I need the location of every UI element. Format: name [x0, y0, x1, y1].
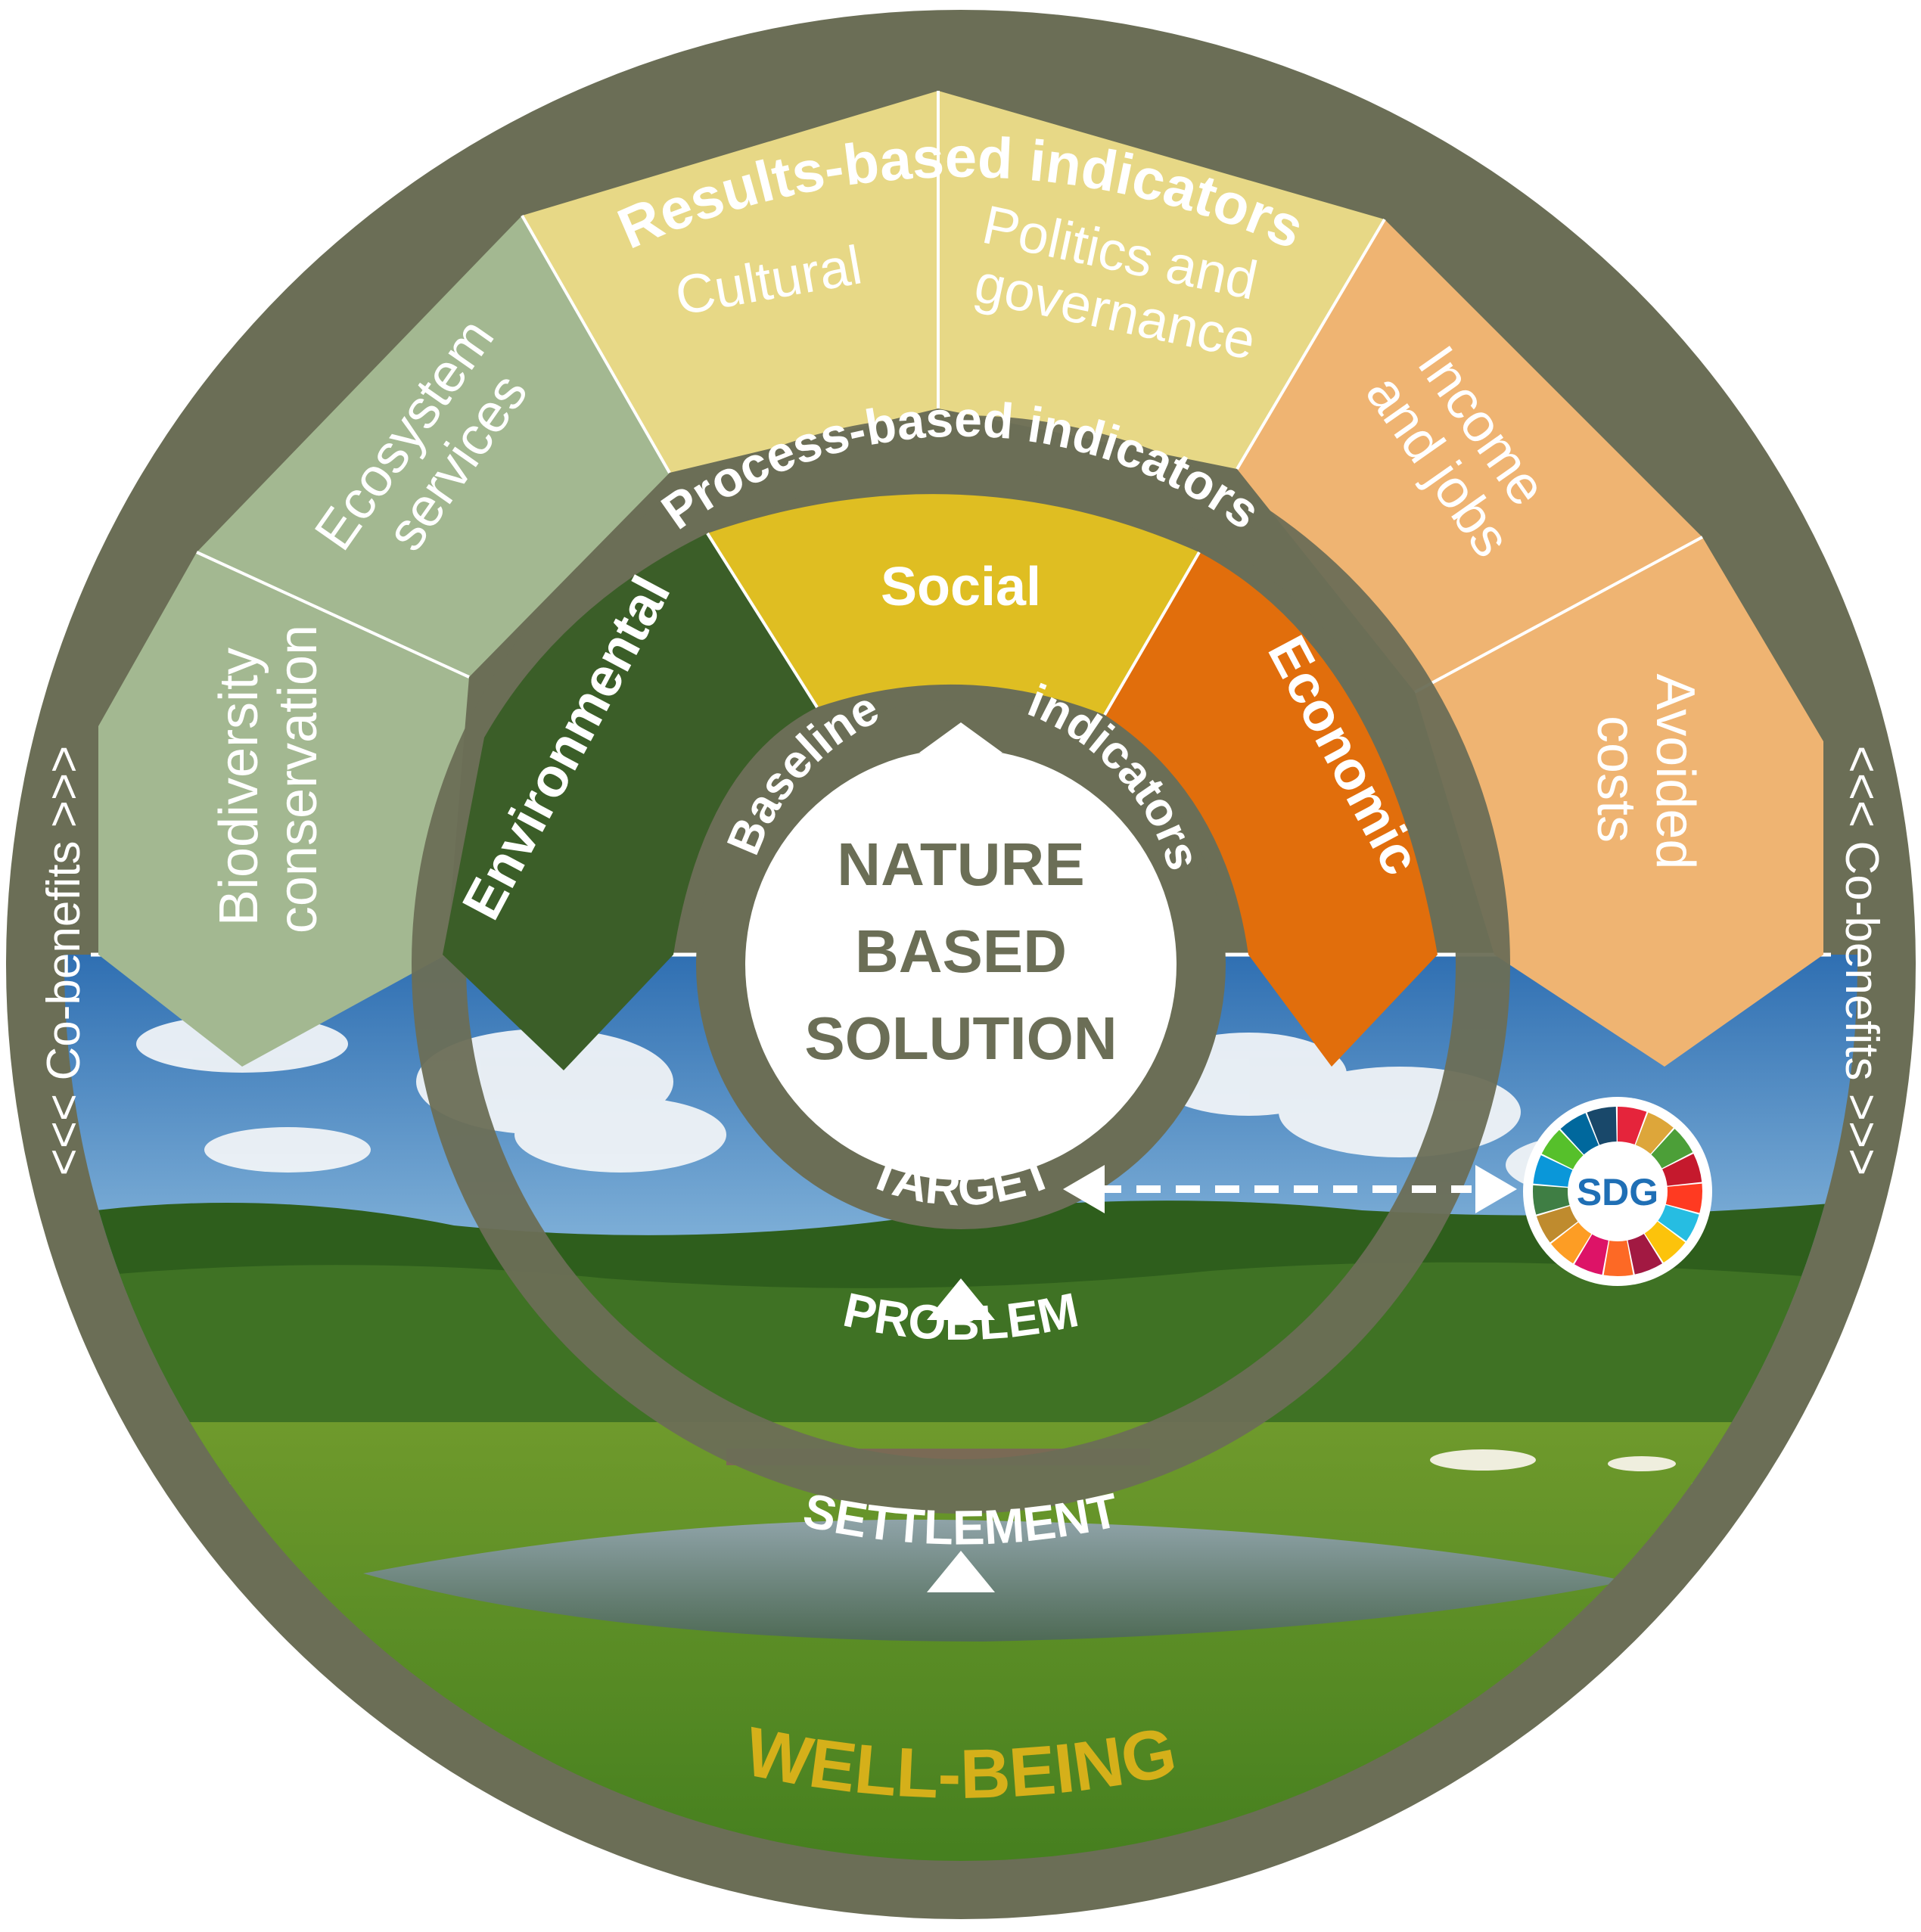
- segment-cultural: [522, 91, 938, 473]
- segment-income-jobs: [1237, 219, 1702, 692]
- right-arrowhead: [1475, 1165, 1517, 1213]
- segment-politics-governance: [938, 91, 1385, 469]
- segment-economic: [1105, 552, 1438, 955]
- sdg-wedge: [1603, 1240, 1633, 1276]
- center-line-1: NATURE: [837, 831, 1084, 898]
- settlement-up-arrow: [927, 1551, 995, 1592]
- sdg-badge: SDG: [1523, 1097, 1712, 1286]
- co-benefits-right-label: <<< Co-benefits >>>: [1836, 746, 1888, 1176]
- target-sdg-link: [1063, 1165, 1517, 1213]
- center-title: NATURE BASED SOLUTION: [804, 831, 1117, 1072]
- sdg-wedge: [1541, 1129, 1584, 1169]
- sdg-wedge: [1618, 1107, 1647, 1145]
- arrow-avoided-costs: [1494, 955, 1823, 1067]
- label-biodiversity-conservation: Biodiversity conservation: [209, 625, 328, 933]
- sdg-wedge: [1627, 1234, 1662, 1275]
- results-segments: [98, 91, 1823, 1067]
- sdg-wedge: [1587, 1107, 1617, 1145]
- results-labels: Biodiversity conservation Ecosystem serv…: [209, 194, 1705, 933]
- segment-ecosystem-services: [197, 216, 670, 677]
- center-line-3: SOLUTION: [804, 1005, 1117, 1072]
- arrow-environmental: [443, 955, 673, 1070]
- target-notch: [934, 1138, 987, 1169]
- sdg-wedge: [1536, 1206, 1578, 1243]
- baseline-top-notch: [919, 722, 1002, 753]
- sdg-label: SDG: [1577, 1171, 1658, 1213]
- process-ring: [412, 415, 1510, 1514]
- segment-environmental: [443, 533, 817, 955]
- sdg-wedge: [1533, 1185, 1570, 1215]
- label-social: Social: [881, 557, 1041, 617]
- arrow-biodiversity-conservation: [98, 955, 446, 1067]
- sdg-wedge: [1574, 1234, 1609, 1275]
- segment-avoided-costs: [1415, 537, 1823, 955]
- center-disc: [745, 749, 1177, 1180]
- sdg-wedge: [1550, 1222, 1592, 1264]
- label-avoided-costs: Avoided costs: [1586, 674, 1705, 885]
- sdg-wedge: [1533, 1155, 1573, 1187]
- sdg-color-wheel: [1533, 1107, 1702, 1276]
- sdg-wedge: [1635, 1112, 1674, 1154]
- sdg-wedge: [1658, 1205, 1699, 1241]
- problem-up-arrow: [927, 1278, 995, 1320]
- process-segments: [443, 494, 1438, 1070]
- segment-biodiversity-conservation: [98, 552, 469, 955]
- sdg-wedge: [1644, 1221, 1686, 1263]
- co-benefits-left-label: <<< Co-benefits >>>: [38, 746, 90, 1176]
- center-line-2: BASED: [855, 918, 1067, 985]
- sdg-wedge: [1560, 1113, 1599, 1155]
- arrow-economic: [1248, 955, 1438, 1067]
- left-arrowhead: [1063, 1165, 1105, 1213]
- sdg-wedge: [1665, 1183, 1702, 1213]
- segment-social: [707, 494, 1199, 715]
- sdg-wedge: [1651, 1129, 1693, 1169]
- sdg-wedge: [1662, 1154, 1702, 1186]
